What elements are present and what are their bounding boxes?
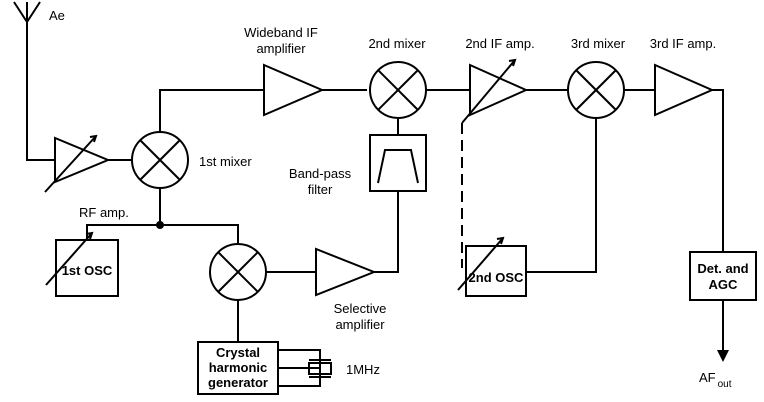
if3-amp-label: 3rd IF amp. bbox=[650, 36, 716, 51]
osc1-box bbox=[45, 231, 119, 297]
wideband-if-label-line2: amplifier bbox=[256, 41, 306, 56]
crystal-harmonic-generator-box bbox=[197, 341, 279, 395]
det-agc-label-line1: Det. and bbox=[697, 261, 748, 276]
antenna-symbol bbox=[13, 1, 41, 40]
junction-dot bbox=[156, 221, 164, 229]
af-out-arrow bbox=[717, 350, 729, 362]
wideband-if-amp-triangle bbox=[263, 63, 325, 117]
selective-amp-triangle bbox=[315, 247, 377, 297]
osc1-label: 1st OSC bbox=[62, 263, 113, 278]
antenna-label: Ae bbox=[49, 8, 65, 23]
crystal-label-line2: harmonic bbox=[209, 360, 268, 375]
crystal-label-line3: generator bbox=[208, 375, 268, 390]
mixer3-symbol bbox=[567, 61, 625, 119]
mixer2-label: 2nd mixer bbox=[368, 36, 426, 51]
af-out-main: AF bbox=[699, 370, 716, 385]
band-pass-filter-box bbox=[369, 134, 427, 192]
wideband-if-label-line1: Wideband IF bbox=[244, 25, 318, 40]
mixer2-symbol bbox=[369, 61, 427, 119]
band-pass-label-line2: filter bbox=[308, 182, 333, 197]
rf-amp-label: RF amp. bbox=[79, 205, 129, 220]
signal-wires bbox=[26, 40, 724, 369]
mixer1-symbol bbox=[131, 131, 189, 189]
harmonic-mixer-symbol bbox=[209, 243, 267, 301]
af-out-subscript: out bbox=[718, 379, 732, 390]
osc2-label: 2nd OSC bbox=[469, 270, 525, 285]
crystal-icon bbox=[278, 349, 332, 387]
band-pass-label-line1: Band-pass bbox=[289, 166, 352, 181]
det-agc-box bbox=[689, 251, 757, 301]
selective-amp-label-line1: Selective bbox=[334, 301, 387, 316]
rf-amp-triangle bbox=[44, 134, 111, 193]
mixer3-label: 3rd mixer bbox=[571, 36, 626, 51]
osc2-box bbox=[457, 236, 527, 297]
det-agc-label-line2: AGC bbox=[709, 277, 739, 292]
if2-amp-label: 2nd IF amp. bbox=[465, 36, 534, 51]
if2-amp-triangle bbox=[461, 58, 529, 124]
crystal-frequency-label: 1MHz bbox=[346, 362, 380, 377]
mixer1-label: 1st mixer bbox=[199, 154, 252, 169]
crystal-label-line1: Crystal bbox=[216, 345, 260, 360]
if3-amp-triangle bbox=[654, 63, 715, 117]
selective-amp-label-line2: amplifier bbox=[335, 317, 385, 332]
